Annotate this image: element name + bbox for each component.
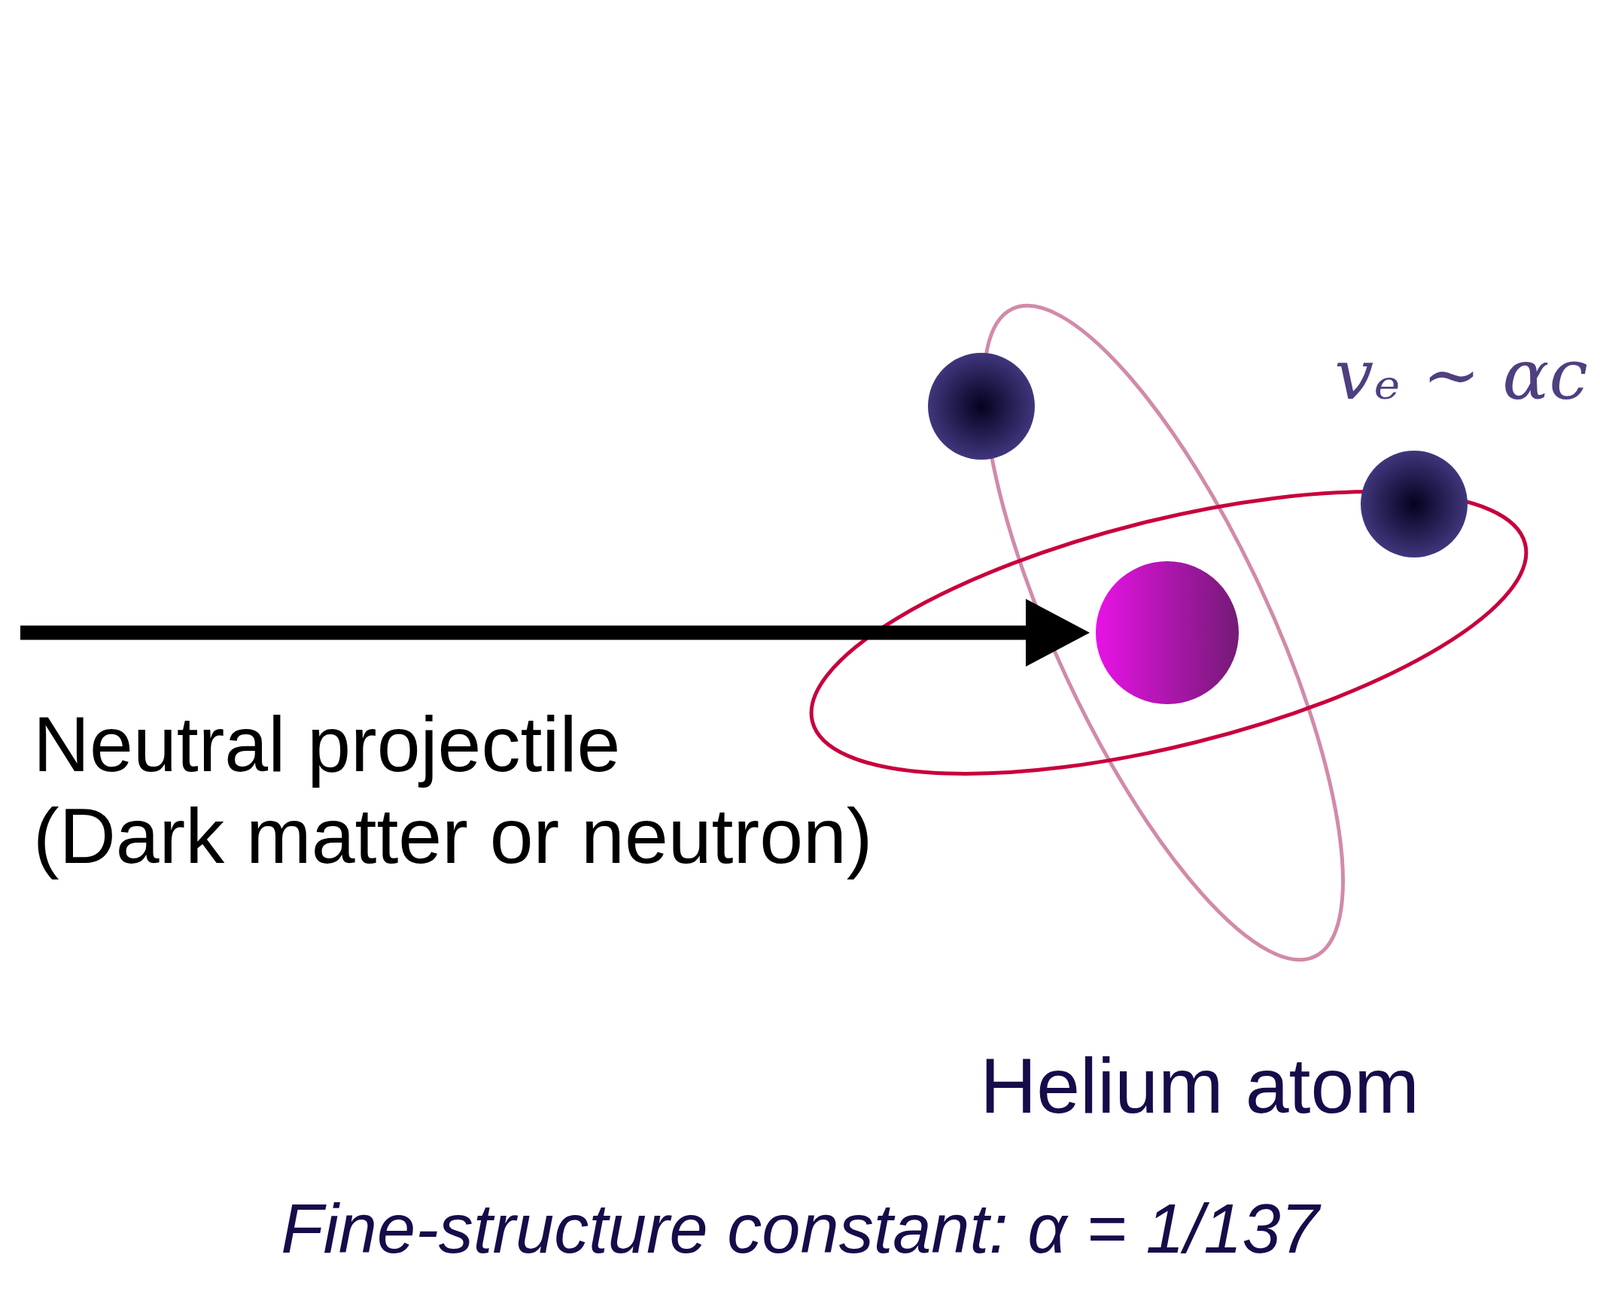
nucleus [1095,561,1239,705]
projectile-label: (Dark matter or neutron) [33,789,873,884]
velocity-formula: vₑ ∼ αc [1334,334,1588,417]
constant-note: Fine-structure constant: α = 1/137 [280,1187,1320,1271]
electron [1360,450,1468,558]
projectile-label: Neutral projectile [33,697,621,792]
atom-label: Helium atom [979,1039,1420,1134]
electron [927,352,1035,460]
projectile-arrow-shaft [20,626,1033,641]
projectile-arrowhead [1025,599,1090,667]
